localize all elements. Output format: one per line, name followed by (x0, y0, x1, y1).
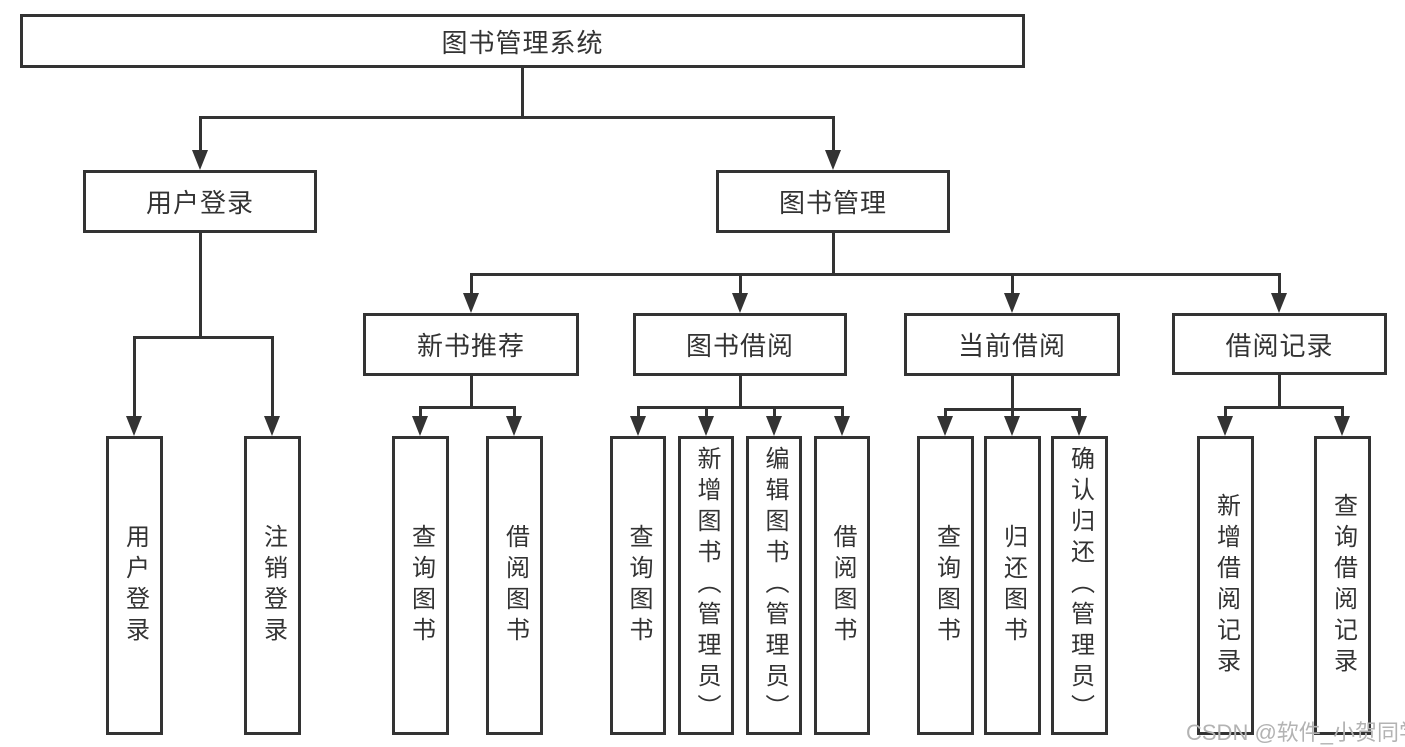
node-library-system: 图书管理系统 (20, 14, 1025, 68)
connector-line (198, 115, 835, 119)
node-user-login-module-label: 用户登录 (145, 188, 254, 218)
connector-line (1010, 376, 1014, 409)
connector-arrowhead-icon (825, 150, 841, 170)
leaf-borrow-books-2: 借阅图书 (814, 436, 870, 735)
node-new-book-recommend: 新书推荐 (363, 313, 579, 376)
leaf-return-books-label: 归还图书 (999, 523, 1027, 648)
connector-line (512, 407, 516, 416)
leaf-user-login-label: 用户登录 (121, 523, 149, 648)
connector-line (636, 407, 640, 416)
leaf-query-books-2-label: 查询图书 (625, 523, 652, 648)
leaf-logout: 注销登录 (244, 436, 301, 735)
connector-arrowhead-icon (1271, 293, 1287, 313)
connector-arrowhead-icon (463, 293, 479, 313)
connector-line (1277, 375, 1281, 407)
connector-line (198, 233, 202, 337)
node-current-borrowing-label: 当前借阅 (957, 331, 1066, 361)
connector-line (831, 117, 835, 150)
node-borrow-records: 借阅记录 (1172, 313, 1387, 375)
node-book-borrowing: 图书借阅 (633, 313, 847, 376)
leaf-borrow-books-2-label: 借阅图书 (829, 523, 856, 648)
connector-line (469, 272, 1281, 276)
node-book-management-module-label: 图书管理 (778, 188, 887, 218)
node-new-book-recommend-label: 新书推荐 (416, 331, 525, 361)
leaf-user-login: 用户登录 (106, 436, 163, 735)
connector-arrowhead-icon (412, 416, 428, 436)
connector-line (132, 337, 136, 416)
leaf-edit-books-admin: 编辑图书（管理员） (746, 436, 802, 735)
connector-arrowhead-icon (698, 416, 714, 436)
connector-line (831, 233, 835, 274)
leaf-query-books-2: 查询图书 (610, 436, 666, 735)
csdn-watermark: CSDN @软件_小贺同学 (1186, 720, 1405, 745)
leaf-edit-books-admin-label: 编辑图书（管理员） (761, 446, 788, 725)
connector-arrowhead-icon (1334, 416, 1350, 436)
connector-arrowhead-icon (1004, 293, 1020, 313)
connector-arrowhead-icon (1217, 416, 1233, 436)
connector-arrowhead-icon (126, 416, 142, 436)
connector-arrowhead-icon (506, 416, 522, 436)
leaf-confirm-return-admin: 确认归还（管理员） (1051, 436, 1108, 735)
connector-line (943, 409, 947, 416)
leaf-add-borrow-record: 新增借阅记录 (1197, 436, 1254, 735)
leaf-query-borrow-record-label: 查询借阅记录 (1329, 492, 1357, 679)
connector-line (132, 335, 274, 339)
leaf-add-borrow-record-label: 新增借阅记录 (1212, 492, 1240, 679)
connector-line (704, 407, 708, 416)
node-borrow-records-label: 借阅记录 (1225, 330, 1334, 361)
connector-line (1277, 274, 1281, 293)
connector-arrowhead-icon (937, 416, 953, 436)
leaf-return-books: 归还图书 (984, 436, 1041, 735)
connector-arrowhead-icon (192, 150, 208, 170)
connector-line (469, 376, 473, 407)
leaf-query-books-3-label: 查询图书 (932, 523, 960, 648)
node-library-system-label: 图书管理系统 (441, 27, 604, 58)
connector-line (1340, 407, 1344, 416)
connector-line (840, 407, 844, 416)
connector-arrowhead-icon (264, 416, 280, 436)
connector-arrowhead-icon (766, 416, 782, 436)
connector-line (1077, 409, 1081, 416)
connector-arrowhead-icon (1004, 416, 1020, 436)
leaf-query-books-1: 查询图书 (392, 436, 449, 735)
leaf-logout-label: 注销登录 (259, 523, 287, 648)
leaf-query-borrow-record: 查询借阅记录 (1314, 436, 1371, 735)
connector-arrowhead-icon (834, 416, 850, 436)
node-user-login-module: 用户登录 (83, 170, 317, 233)
connector-line (1223, 407, 1227, 416)
leaf-borrow-books-1-label: 借阅图书 (501, 523, 529, 648)
connector-line (1223, 405, 1344, 409)
connector-line (418, 407, 422, 416)
connector-line (772, 407, 776, 416)
node-book-management-module: 图书管理 (716, 170, 950, 233)
connector-line (469, 274, 473, 293)
connector-line (1010, 274, 1014, 293)
connector-line (270, 337, 274, 416)
connector-line (738, 274, 742, 293)
node-current-borrowing: 当前借阅 (904, 313, 1120, 376)
connector-line (738, 376, 742, 407)
leaf-add-books-admin: 新增图书（管理员） (678, 436, 734, 735)
connector-arrowhead-icon (732, 293, 748, 313)
connector-line (636, 405, 844, 409)
connector-line (198, 117, 202, 150)
connector-arrowhead-icon (630, 416, 646, 436)
leaf-query-books-1-label: 查询图书 (407, 523, 435, 648)
connector-line (418, 405, 516, 409)
connector-arrowhead-icon (1071, 416, 1087, 436)
leaf-borrow-books-1: 借阅图书 (486, 436, 543, 735)
connector-line (520, 68, 524, 117)
leaf-query-books-3: 查询图书 (917, 436, 974, 735)
leaf-add-books-admin-label: 新增图书（管理员） (693, 446, 720, 725)
node-book-borrowing-label: 图书借阅 (685, 331, 794, 361)
connector-line (1010, 409, 1014, 416)
leaf-confirm-return-admin-label: 确认归还（管理员） (1066, 446, 1094, 725)
